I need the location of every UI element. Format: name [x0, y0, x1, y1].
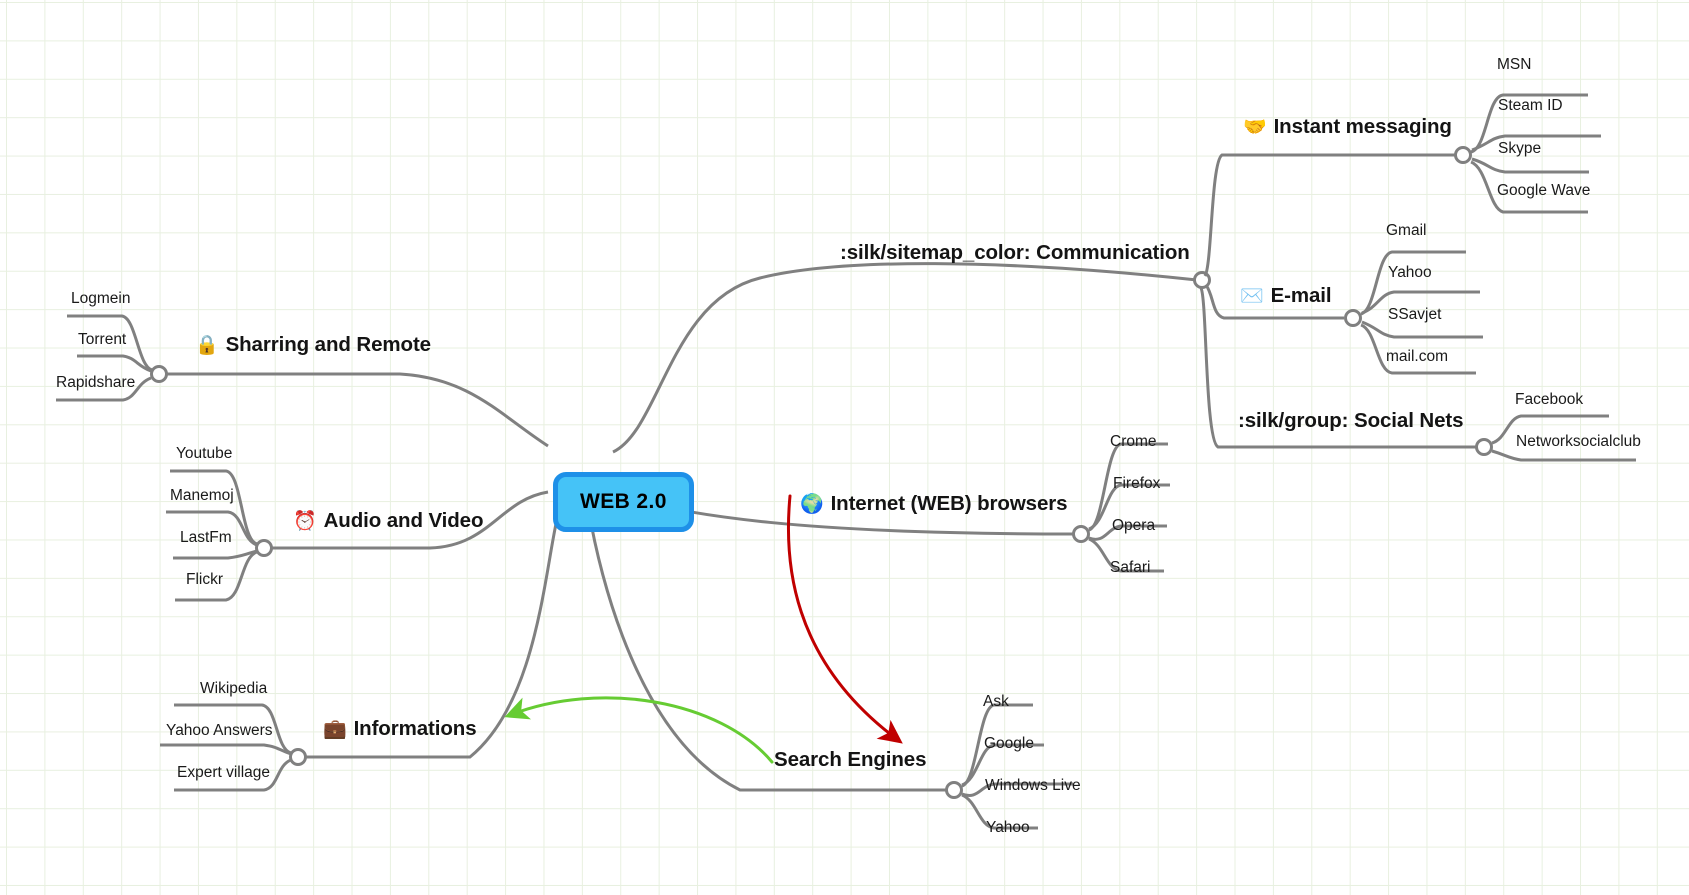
- leaf-opera[interactable]: Opera: [1112, 517, 1156, 534]
- leaf-yahoo-answers[interactable]: Yahoo Answers: [166, 722, 273, 739]
- leaf-torrent[interactable]: Torrent: [78, 331, 127, 348]
- leaf-yahoo-mail[interactable]: Yahoo: [1388, 264, 1432, 281]
- topic-informations[interactable]: 💼 Informations: [323, 717, 477, 740]
- globe-icon: 🌍: [800, 492, 824, 515]
- topic-label: Audio and Video: [323, 509, 484, 532]
- leaf-ssavjet[interactable]: SSavjet: [1388, 306, 1442, 323]
- leaf-windows-live[interactable]: Windows Live: [985, 777, 1081, 794]
- leaf-safari[interactable]: Safari: [1110, 559, 1151, 576]
- handshake-icon: 🤝: [1243, 115, 1267, 138]
- leaf-yahoo-search[interactable]: Yahoo: [986, 819, 1030, 836]
- leaf-skype[interactable]: Skype: [1498, 140, 1542, 157]
- leaf-msn[interactable]: MSN: [1497, 56, 1532, 73]
- leaf-logmein[interactable]: Logmein: [71, 290, 131, 307]
- topic-search-engines[interactable]: Search Engines: [774, 748, 927, 771]
- topic-internet-web-browsers[interactable]: 🌍 Internet (WEB) browsers: [800, 492, 1068, 515]
- envelope-icon: ✉️: [1240, 284, 1264, 307]
- topic-label: :silk/sitemap_color: Communication: [840, 241, 1190, 264]
- topic-label: E-mail: [1270, 284, 1332, 307]
- lock-icon: 🔒: [195, 333, 219, 356]
- alarm-clock-icon: ⏰: [293, 509, 317, 532]
- topic-communication[interactable]: :silk/sitemap_color: Communication: [840, 241, 1190, 264]
- topic-audio-and-video[interactable]: ⏰ Audio and Video: [293, 509, 484, 532]
- topic-label: Informations: [353, 717, 477, 740]
- leaf-wikipedia[interactable]: Wikipedia: [200, 680, 268, 697]
- red-annotation-arrow: [786, 494, 903, 744]
- topic-label: Instant messaging: [1273, 115, 1452, 138]
- leaf-networksocialclub[interactable]: Networksocialclub: [1516, 433, 1641, 450]
- briefcase-icon: 💼: [323, 717, 347, 740]
- topic-social-nets[interactable]: :silk/group: Social Nets: [1238, 409, 1464, 432]
- root-node[interactable]: WEB 2.0: [553, 472, 694, 532]
- topic-label: Search Engines: [774, 748, 927, 771]
- leaf-facebook[interactable]: Facebook: [1515, 391, 1584, 408]
- topic-label: :silk/group: Social Nets: [1238, 409, 1464, 432]
- leaf-manemoj[interactable]: Manemoj: [170, 487, 234, 504]
- leaf-lastfm[interactable]: LastFm: [180, 529, 232, 546]
- leaf-gmail[interactable]: Gmail: [1386, 222, 1427, 239]
- leaf-google[interactable]: Google: [984, 735, 1034, 752]
- leaf-crome[interactable]: Crome: [1110, 433, 1157, 450]
- leaf-firefox[interactable]: Firefox: [1113, 475, 1161, 492]
- leaf-rapidshare[interactable]: Rapidshare: [56, 374, 136, 391]
- leaf-ask[interactable]: Ask: [983, 693, 1009, 710]
- leaf-mail-com[interactable]: mail.com: [1386, 348, 1449, 365]
- topic-email[interactable]: ✉️ E-mail: [1240, 284, 1332, 307]
- topic-sharring-and-remote[interactable]: 🔒 Sharring and Remote: [195, 333, 432, 356]
- leaf-expert-village[interactable]: Expert village: [177, 764, 271, 781]
- leaf-youtube[interactable]: Youtube: [176, 445, 233, 462]
- topic-instant-messaging[interactable]: 🤝 Instant messaging: [1243, 115, 1452, 138]
- topic-label: Internet (WEB) browsers: [830, 492, 1068, 515]
- leaf-flickr[interactable]: Flickr: [186, 571, 224, 588]
- leaf-google-wave[interactable]: Google Wave: [1497, 182, 1591, 199]
- leaf-steam-id[interactable]: Steam ID: [1498, 97, 1563, 114]
- topic-label: Sharring and Remote: [225, 333, 432, 356]
- green-annotation-arrow: [504, 696, 774, 764]
